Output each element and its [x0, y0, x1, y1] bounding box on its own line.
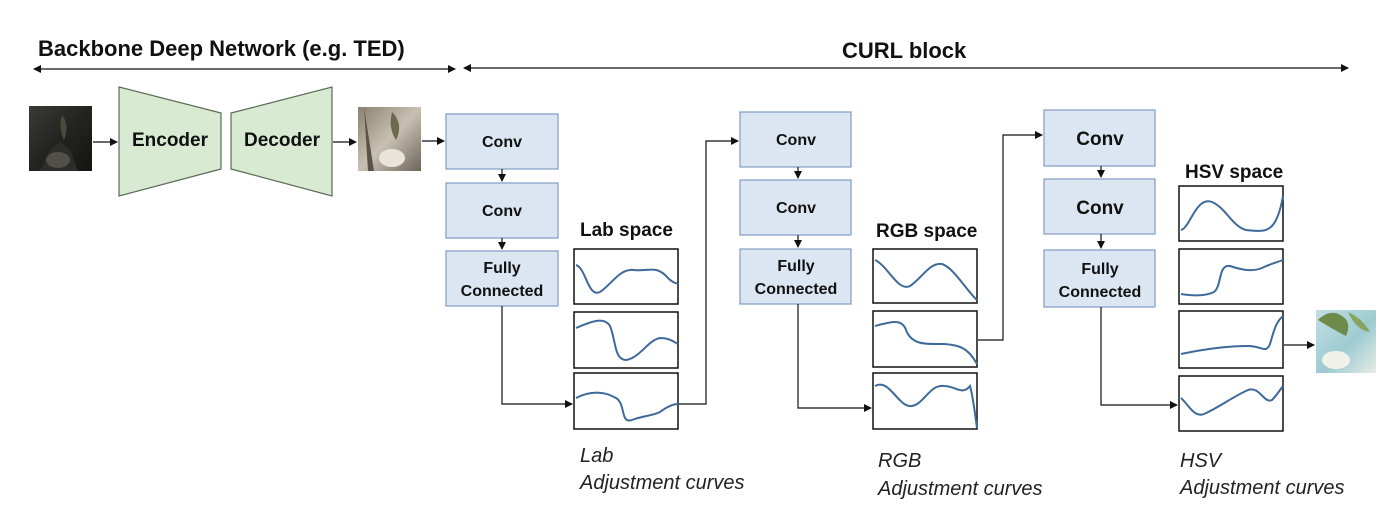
- lab-curve-box-3: [573, 372, 679, 430]
- intermediate-image: [358, 107, 421, 171]
- decoder-label: Decoder: [244, 130, 321, 151]
- lab-conv1-label: Conv: [482, 134, 522, 151]
- hsv-conv1-label: Conv: [1076, 129, 1124, 150]
- hsv-conv2-box: [1043, 178, 1156, 235]
- hsv-space-label: HSV space: [1185, 162, 1283, 183]
- lab-fc-label-line2: Connected: [461, 283, 544, 300]
- lab-conv2-label: Conv: [482, 203, 522, 220]
- rgb-caption-line2: Adjustment curves: [877, 478, 1043, 500]
- hsv-curve-4: [1180, 385, 1284, 416]
- lab-curve-3: [575, 391, 679, 422]
- input-image: [29, 106, 92, 171]
- rgb-fc-label-line2: Connected: [755, 281, 838, 298]
- output-image: [1316, 310, 1376, 373]
- hsv-fc-label-line2: Connected: [1059, 284, 1142, 301]
- hsv-curve-2: [1180, 259, 1284, 297]
- hsv-conv2-label: Conv: [1076, 198, 1124, 219]
- rgb-curve-3: [874, 383, 978, 429]
- hsv-curve-3: [1180, 315, 1284, 355]
- backbone-header: Backbone Deep Network (e.g. TED): [38, 36, 405, 61]
- lab-caption-line1: Lab: [580, 445, 613, 467]
- hsv-caption-line1: HSV: [1180, 450, 1223, 472]
- hsv-caption-line2: Adjustment curves: [1179, 477, 1345, 499]
- rgb-conv1-box: [739, 111, 852, 168]
- rgb-fc-label-line1: Fully: [777, 258, 814, 275]
- rgb-caption-line1: RGB: [878, 450, 921, 472]
- hsv-curve-1: [1180, 195, 1284, 232]
- hsv-curve-box-1: [1178, 185, 1284, 242]
- hsv-curve-box-3: [1178, 310, 1284, 369]
- hsv-curve-box-4: [1178, 375, 1284, 432]
- curl-block-header: CURL block: [842, 38, 967, 63]
- rgb-curve-box-1: [872, 248, 978, 304]
- lab-curve-box-1: [573, 248, 679, 305]
- decoder-trapezoid: [230, 86, 333, 197]
- encoder-trapezoid: [118, 86, 222, 197]
- arrow-lab-to-rgb-stage: [679, 137, 739, 405]
- rgb-arrow-fc-to-curves: [797, 304, 872, 412]
- hsv-fc-box: [1043, 249, 1156, 308]
- lab-caption-line2: Adjustment curves: [579, 472, 745, 494]
- lab-curve-2: [575, 319, 679, 362]
- lab-curve-1: [575, 264, 679, 294]
- rgb-curve-box-3: [872, 372, 978, 430]
- lab-conv1-box: [445, 113, 559, 170]
- rgb-conv2-box: [739, 179, 852, 236]
- hsv-arrow-fc-to-curves: [1100, 307, 1178, 409]
- hsv-conv1-box: [1043, 109, 1156, 167]
- rgb-curve-2: [874, 321, 978, 365]
- rgb-curve-1: [874, 259, 978, 301]
- rgb-space-label: RGB space: [876, 221, 977, 242]
- encoder-label: Encoder: [132, 130, 209, 151]
- rgb-conv1-label: Conv: [776, 132, 816, 149]
- rgb-curve-box-2: [872, 310, 978, 368]
- lab-space-label: Lab space: [580, 220, 673, 241]
- lab-arrow-fc-to-curves: [501, 306, 573, 408]
- arrow-rgb-to-hsv-stage: [978, 131, 1043, 341]
- hsv-fc-label-line1: Fully: [1081, 261, 1118, 278]
- rgb-conv2-label: Conv: [776, 200, 816, 217]
- rgb-fc-box: [739, 248, 852, 305]
- lab-fc-box: [445, 250, 559, 307]
- lab-conv2-box: [445, 182, 559, 239]
- lab-fc-label-line1: Fully: [483, 260, 520, 277]
